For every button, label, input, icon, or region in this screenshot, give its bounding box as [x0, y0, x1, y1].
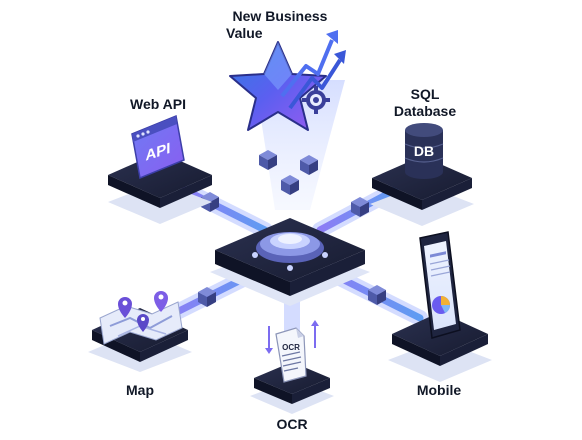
cube-beam-3 [281, 175, 299, 195]
ocr-direction-arrows [265, 320, 319, 354]
ocr-doc-text: OCR [282, 343, 300, 352]
pie-chart-icon [432, 296, 450, 314]
label-mobile: Mobile [416, 382, 462, 398]
label-ocr: OCR [276, 416, 308, 432]
mobile-node [388, 231, 492, 382]
gear-icon [302, 86, 330, 114]
flow-web-api-core [181, 186, 269, 234]
label-sql-line2: Database [393, 103, 457, 119]
label-new-business-value: New Business Value [220, 8, 340, 42]
label-web-api: Web API [129, 96, 186, 112]
cube-beam-2 [300, 155, 318, 175]
cube-map [198, 287, 216, 307]
db-icon-text: DB [414, 143, 434, 159]
business-value-star-icon [229, 30, 346, 131]
api-window-icon: API [131, 114, 185, 180]
cube-sql [351, 197, 369, 217]
map-node [88, 291, 192, 372]
sql-database-node: DB [370, 123, 474, 226]
label-value-line2: Value [226, 25, 263, 41]
map-pin-icon [154, 291, 168, 312]
map-pin-icon [137, 314, 149, 332]
label-sql-line1: SQL [410, 86, 440, 102]
ocr-node: OCR [250, 327, 334, 414]
label-sql-database: SQL Database [380, 86, 470, 120]
central-hub [210, 218, 370, 306]
data-cubes [198, 150, 386, 307]
database-cylinder-icon: DB [404, 123, 444, 179]
label-value-line1: New Business [232, 8, 328, 24]
cube-beam-1 [259, 150, 277, 170]
label-map: Map [126, 382, 154, 398]
map-pin-icon [118, 297, 132, 318]
web-api-node: API [108, 114, 212, 224]
document-icon: OCR [275, 327, 307, 383]
smartphone-icon [419, 231, 461, 339]
map-icon [99, 291, 183, 345]
cube-mobile [368, 285, 386, 305]
